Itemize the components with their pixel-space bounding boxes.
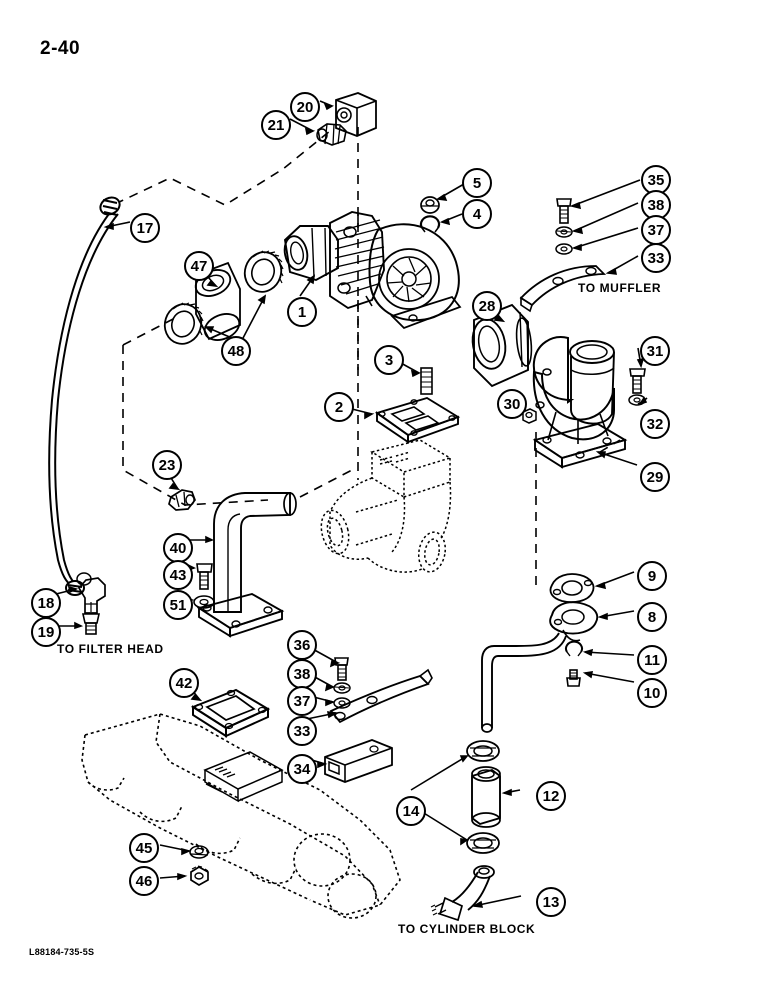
callout-1[interactable]: 1 [287,297,317,327]
callout-34[interactable]: 34 [287,754,317,784]
callout-5[interactable]: 5 [462,168,492,198]
oil-drain-tube-part-13 [430,865,495,922]
nut-part-46 [190,865,209,886]
manifold-gasket-part-42 [190,688,271,738]
callout-18[interactable]: 18 [31,588,61,618]
callout-20[interactable]: 20 [290,92,320,122]
callout-31[interactable]: 31 [640,336,670,366]
callout-32[interactable]: 32 [640,409,670,439]
callout-28[interactable]: 28 [472,291,502,321]
clamp-part-23 [168,489,196,511]
callout-14[interactable]: 14 [396,796,426,826]
callout-42[interactable]: 42 [169,668,199,698]
lock-washer-part-45 [189,845,209,859]
callout-30[interactable]: 30 [497,389,527,419]
bracket-part-33-lower [329,668,433,724]
callout-47[interactable]: 47 [184,251,214,281]
plug-part-19 [82,613,100,635]
callout-8[interactable]: 8 [637,602,667,632]
lock-washer-part-38-lower [333,682,351,694]
oil-supply-tube-part-17 [48,196,121,596]
engine-phantom-center [320,439,452,573]
callout-19[interactable]: 19 [31,617,61,647]
callout-33-upper[interactable]: 33 [641,243,671,273]
label-to-cylinder-block: TO CYLINDER BLOCK [398,922,536,936]
lock-washer-part-38 [555,226,573,238]
callout-9[interactable]: 9 [637,561,667,591]
label-to-filter-head: TO FILTER HEAD [57,642,164,656]
callout-43[interactable]: 43 [163,560,193,590]
clip-part-11 [565,640,583,657]
gasket-part-9 [549,573,595,604]
callout-29[interactable]: 29 [640,462,670,492]
page-number: 2-40 [40,38,81,59]
callout-38-lower[interactable]: 38 [287,659,317,689]
callout-48[interactable]: 48 [221,336,251,366]
callout-36[interactable]: 36 [287,630,317,660]
hose-clamp-part-14 [466,740,500,854]
callout-51[interactable]: 51 [163,590,193,620]
callout-4[interactable]: 4 [462,199,492,229]
nut-part-30 [522,408,537,424]
callout-13[interactable]: 13 [536,887,566,917]
hose-clamp-part-48 [163,250,284,345]
capscrew-part-10 [566,669,581,687]
capscrew-part-36 [334,657,349,681]
capscrew-part-31 [629,368,646,394]
callout-45[interactable]: 45 [129,833,159,863]
washer-part-51 [193,595,215,609]
clip-part-4 [419,215,441,233]
callout-38-upper[interactable]: 38 [641,190,671,220]
exhaust-elbow-part-29 [532,336,628,469]
exhaust-manifold-phantom [81,713,401,919]
fitting-part-20 [335,92,377,137]
callout-17[interactable]: 17 [130,213,160,243]
elbow-fitting-part-18 [76,572,106,614]
connector-part-21 [316,123,347,146]
callout-21[interactable]: 21 [261,110,291,140]
capscrew-part-43 [196,563,213,590]
callout-2[interactable]: 2 [324,392,354,422]
callout-33-lower[interactable]: 33 [287,716,317,746]
assembly-phantom-lines [114,127,621,585]
label-to-muffler: TO MUFFLER [578,281,662,295]
oil-drain-tube-part-8 [481,601,599,733]
turbo-gasket-part-2 [374,396,461,444]
turbocharger-part-1 [283,211,462,330]
callout-10[interactable]: 10 [637,678,667,708]
hose-part-12 [471,766,501,828]
stud-part-3 [420,367,433,395]
callout-11[interactable]: 11 [637,645,667,675]
callout-46[interactable]: 46 [129,866,159,896]
callout-37-lower[interactable]: 37 [287,686,317,716]
callout-3[interactable]: 3 [374,345,404,375]
washer-part-5 [420,196,440,214]
callout-37-upper[interactable]: 37 [641,215,671,245]
bracket-part-33-upper [519,265,607,313]
callout-12[interactable]: 12 [536,781,566,811]
flat-washer-part-37 [555,243,573,255]
callout-35[interactable]: 35 [641,165,671,195]
capscrew-part-35 [556,198,572,224]
callout-23[interactable]: 23 [152,450,182,480]
spacer-block-part-34 [324,739,393,783]
callout-40[interactable]: 40 [163,533,193,563]
drawing-reference-number: L88184-735-5S [29,947,95,957]
exhaust-pipe-part-40 [196,492,297,638]
